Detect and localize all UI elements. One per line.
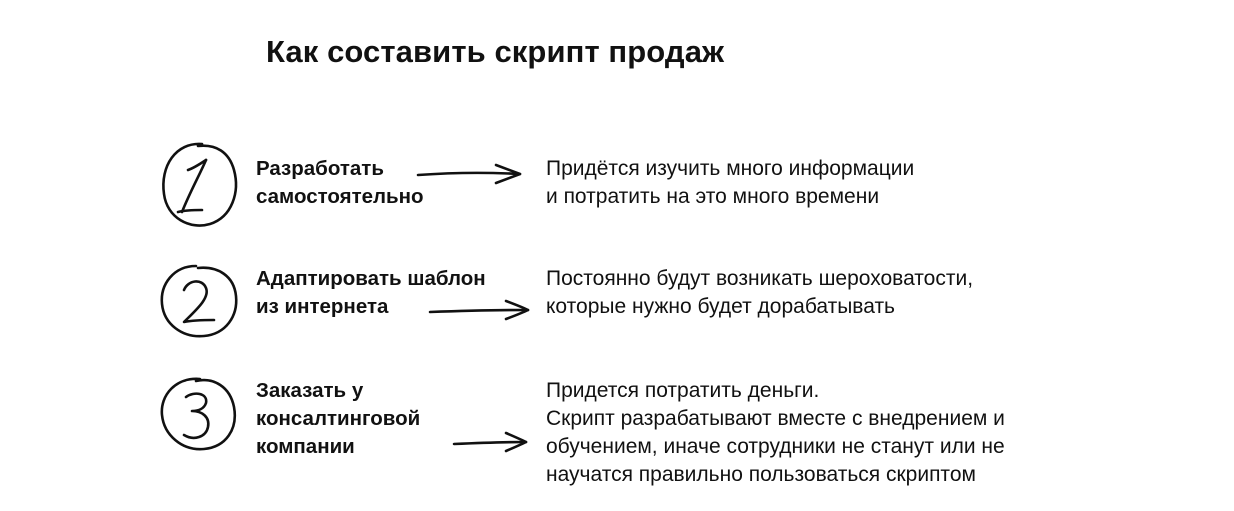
number-circle-icon-2 — [156, 262, 240, 340]
arrow-icon-1 — [416, 162, 524, 186]
option-label-3: Заказать у консалтинговой компании — [256, 379, 421, 458]
number-circle-icon-1 — [156, 140, 240, 230]
description-3: Придется потратить деньги. Скрипт разраб… — [546, 379, 1005, 486]
arrow-icon-2 — [428, 298, 532, 322]
page-title: Как составить скрипт продаж — [266, 34, 725, 69]
arrow-icon-3 — [452, 430, 530, 454]
option-label-1: Разработать самостоятельно — [256, 157, 424, 208]
description-2: Постоянно будут возникать шероховатости,… — [546, 267, 974, 318]
option-label-2: Адаптировать шаблон из интернета — [256, 267, 486, 318]
number-circle-icon-3 — [156, 375, 240, 453]
description-1: Придётся изучить много информации и потр… — [546, 157, 915, 208]
